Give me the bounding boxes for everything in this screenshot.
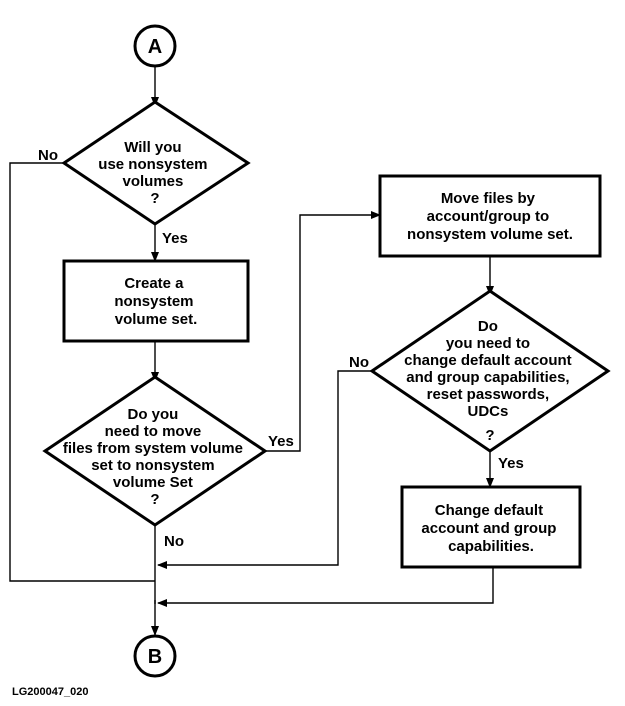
arrow-change-to-merge (157, 567, 494, 607)
decision-change-line-3: change default account (404, 352, 572, 369)
decision-move-line-3: files from system volume (63, 440, 243, 457)
end-connector: B (133, 634, 177, 678)
decision-nonsystem-line-1: Will you (124, 139, 181, 156)
decision-nonsystem-line-3: volumes (122, 173, 183, 190)
decision-move-line-1: Do you (127, 406, 178, 423)
process-move-line-3: nonsystem volume set. (407, 226, 573, 243)
svg-text:Change default account a: Change default account and group capabil… (421, 502, 560, 555)
decision-change-line-6: UDCs (467, 403, 508, 420)
process-change-capabilities: Change default account and group capabil… (400, 485, 582, 569)
process-move-line-1: Move files by (441, 190, 536, 207)
decision-nonsystem-line-4: ? (150, 190, 159, 207)
process-move-line-2: account/group to (427, 208, 550, 225)
decision-change-line-7: ? (485, 427, 494, 444)
decision-move-line-4: set to nonsystem (91, 457, 214, 474)
edge-move-no-label: No (164, 533, 184, 550)
arrow-move-yes (265, 211, 381, 452)
decision-change-line-1: Do (478, 318, 498, 335)
svg-text:Will you use nonsystem: Will you use nonsystem volumes ? (98, 139, 211, 207)
edge-move-yes-label: Yes (268, 433, 294, 450)
edge-nonsystem-no-label: No (38, 147, 58, 164)
process-change-line-2: account and group (421, 520, 556, 537)
start-connector: A (133, 24, 177, 68)
decision-change-defaults: Do you need to change default account an… (369, 289, 611, 453)
arrow-change-no (157, 370, 372, 569)
edge-change-no-label: No (349, 354, 369, 371)
decision-move-line-2: need to move (105, 423, 202, 440)
decision-nonsystem-line-2: use nonsystem (98, 156, 207, 173)
edge-change-yes-label: Yes (498, 455, 524, 472)
decision-move-line-5: volume Set (113, 474, 193, 491)
process-change-line-3: capabilities. (448, 538, 534, 555)
arrow-nonsystem-no (9, 162, 155, 582)
process-create-line-1: Create a (124, 275, 184, 292)
process-move-files: Move files by account/group to nonsystem… (378, 174, 602, 258)
start-connector-label: A (148, 36, 162, 58)
decision-move-files: Do you need to move files from system vo… (42, 375, 268, 527)
svg-text:Do you need to move: Do you need to move files from system vo… (63, 406, 247, 508)
process-create-line-2: nonsystem (114, 293, 193, 310)
figure-caption: LG200047_020 (12, 686, 88, 698)
process-create-volume-set: Create a nonsystem volume set. (62, 259, 250, 343)
decision-move-line-6: ? (150, 491, 159, 508)
svg-text:Do you need to cha: Do you need to change default account an… (404, 318, 576, 444)
decision-nonsystem-volumes: Will you use nonsystem volumes ? (61, 100, 251, 226)
edge-nonsystem-yes-label: Yes (162, 230, 188, 247)
decision-change-line-4: and group capabilities, (406, 369, 569, 386)
svg-text:Move files by account/gr: Move files by account/group to nonsystem… (407, 190, 573, 243)
end-connector-label: B (148, 646, 162, 668)
process-create-line-3: volume set. (115, 311, 198, 328)
svg-text:Create a nonsystem: Create a nonsystem volume set. (114, 275, 197, 328)
decision-change-line-2: you need to (446, 335, 530, 352)
decision-change-line-5: reset passwords, (427, 386, 550, 403)
process-change-line-1: Change default (435, 502, 543, 519)
